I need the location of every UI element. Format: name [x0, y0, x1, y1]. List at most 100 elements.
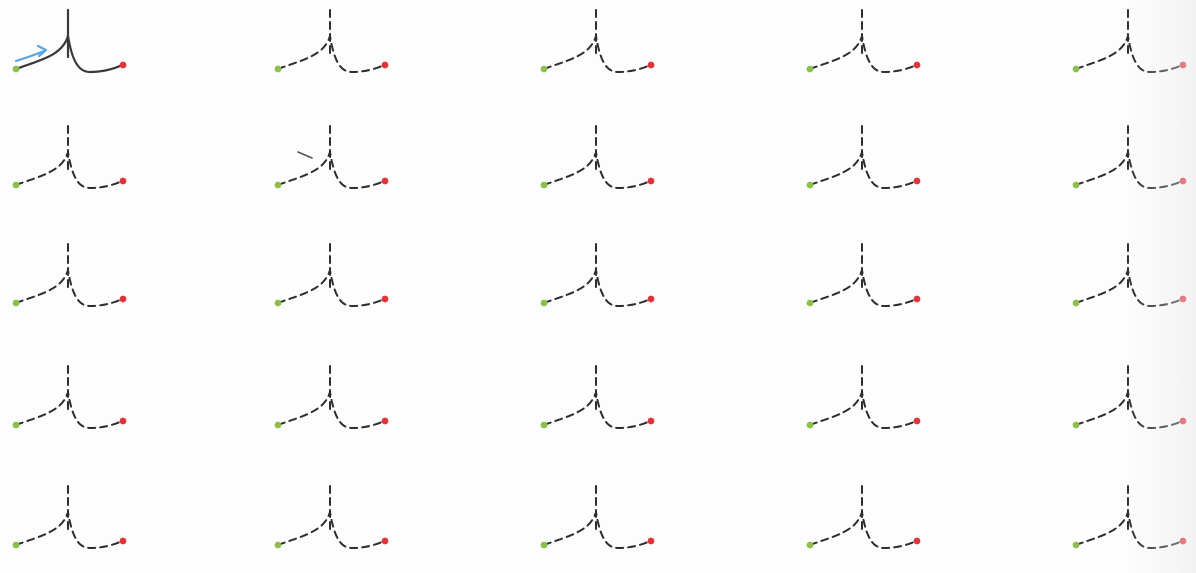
tracing-letter [274, 243, 389, 308]
red-end-dot-icon [1179, 537, 1187, 545]
base-curve-stroke [15, 391, 123, 430]
base-curve-stroke [809, 151, 917, 190]
green-start-dot-icon [12, 65, 20, 73]
base-curve-stroke [809, 511, 917, 550]
red-end-dot-icon [119, 61, 127, 69]
base-curve-stroke [1075, 391, 1183, 430]
red-end-dot-icon [647, 295, 655, 303]
red-end-dot-icon [381, 61, 389, 69]
green-start-dot-icon [12, 299, 20, 307]
tracing-letter [540, 9, 655, 74]
green-start-dot-icon [540, 299, 548, 307]
base-curve-stroke [543, 35, 651, 74]
base-curve-stroke [809, 269, 917, 308]
base-curve-stroke [277, 151, 385, 190]
base-curve-stroke [1075, 35, 1183, 74]
green-start-dot-icon [806, 299, 814, 307]
tracing-letter [540, 485, 655, 550]
tracing-letter [806, 9, 921, 74]
red-end-dot-icon [119, 417, 127, 425]
base-curve-stroke [1075, 269, 1183, 308]
green-start-dot-icon [540, 65, 548, 73]
green-start-dot-icon [274, 65, 282, 73]
blue-direction-arrow-icon [14, 44, 48, 63]
tracing-letter [274, 125, 389, 190]
red-end-dot-icon [1179, 177, 1187, 185]
tracing-grid [12, 8, 1187, 550]
base-curve-stroke [277, 391, 385, 430]
template-letter [12, 8, 127, 74]
red-end-dot-icon [1179, 295, 1187, 303]
stray-pencil-mark [297, 151, 313, 159]
tracing-letter [12, 243, 127, 308]
base-curve-stroke [277, 269, 385, 308]
base-curve-stroke [809, 35, 917, 74]
green-start-dot-icon [12, 181, 20, 189]
tracing-letter [1072, 243, 1187, 308]
green-start-dot-icon [1072, 299, 1080, 307]
red-end-dot-icon [119, 537, 127, 545]
red-end-dot-icon [1179, 61, 1187, 69]
tracing-letter [1072, 9, 1187, 74]
red-end-dot-icon [913, 295, 921, 303]
green-start-dot-icon [274, 181, 282, 189]
green-start-dot-icon [806, 65, 814, 73]
base-curve-stroke [1075, 151, 1183, 190]
tracing-letter [540, 243, 655, 308]
red-end-dot-icon [647, 417, 655, 425]
tracing-letter [1072, 485, 1187, 550]
green-start-dot-icon [1072, 421, 1080, 429]
tracing-letter [274, 365, 389, 430]
red-end-dot-icon [647, 61, 655, 69]
green-start-dot-icon [1072, 65, 1080, 73]
tracing-letter [1072, 125, 1187, 190]
red-end-dot-icon [913, 537, 921, 545]
base-curve-stroke [277, 35, 385, 74]
base-curve-stroke [15, 511, 123, 550]
red-end-dot-icon [381, 177, 389, 185]
red-end-dot-icon [913, 417, 921, 425]
green-start-dot-icon [1072, 181, 1080, 189]
green-start-dot-icon [274, 541, 282, 549]
tracing-letter [12, 365, 127, 430]
red-end-dot-icon [913, 177, 921, 185]
red-end-dot-icon [1179, 417, 1187, 425]
tracing-letter [12, 485, 127, 550]
tracing-letter [12, 125, 127, 190]
tracing-letter [806, 243, 921, 308]
green-start-dot-icon [540, 421, 548, 429]
green-start-dot-icon [12, 541, 20, 549]
green-start-dot-icon [12, 421, 20, 429]
tracing-letter [1072, 365, 1187, 430]
base-curve-stroke [809, 391, 917, 430]
base-curve-stroke [543, 269, 651, 308]
green-start-dot-icon [1072, 541, 1080, 549]
red-end-dot-icon [647, 177, 655, 185]
green-start-dot-icon [540, 181, 548, 189]
base-curve-stroke [277, 511, 385, 550]
green-start-dot-icon [806, 541, 814, 549]
red-end-dot-icon [381, 417, 389, 425]
tracing-letter [806, 485, 921, 550]
tracing-letter [806, 365, 921, 430]
green-start-dot-icon [540, 541, 548, 549]
red-end-dot-icon [119, 295, 127, 303]
base-curve-stroke [543, 511, 651, 550]
base-curve-stroke [543, 391, 651, 430]
red-end-dot-icon [381, 537, 389, 545]
tracing-letter [540, 365, 655, 430]
green-start-dot-icon [274, 299, 282, 307]
base-curve-stroke [14, 35, 124, 74]
tracing-letter [274, 485, 389, 550]
green-start-dot-icon [274, 421, 282, 429]
base-curve-stroke [15, 151, 123, 190]
red-end-dot-icon [647, 537, 655, 545]
tracing-letter [540, 125, 655, 190]
base-curve-stroke [1075, 511, 1183, 550]
tracing-letter [806, 125, 921, 190]
green-start-dot-icon [806, 181, 814, 189]
green-start-dot-icon [806, 421, 814, 429]
base-curve-stroke [15, 269, 123, 308]
tracing-letter [274, 9, 389, 74]
